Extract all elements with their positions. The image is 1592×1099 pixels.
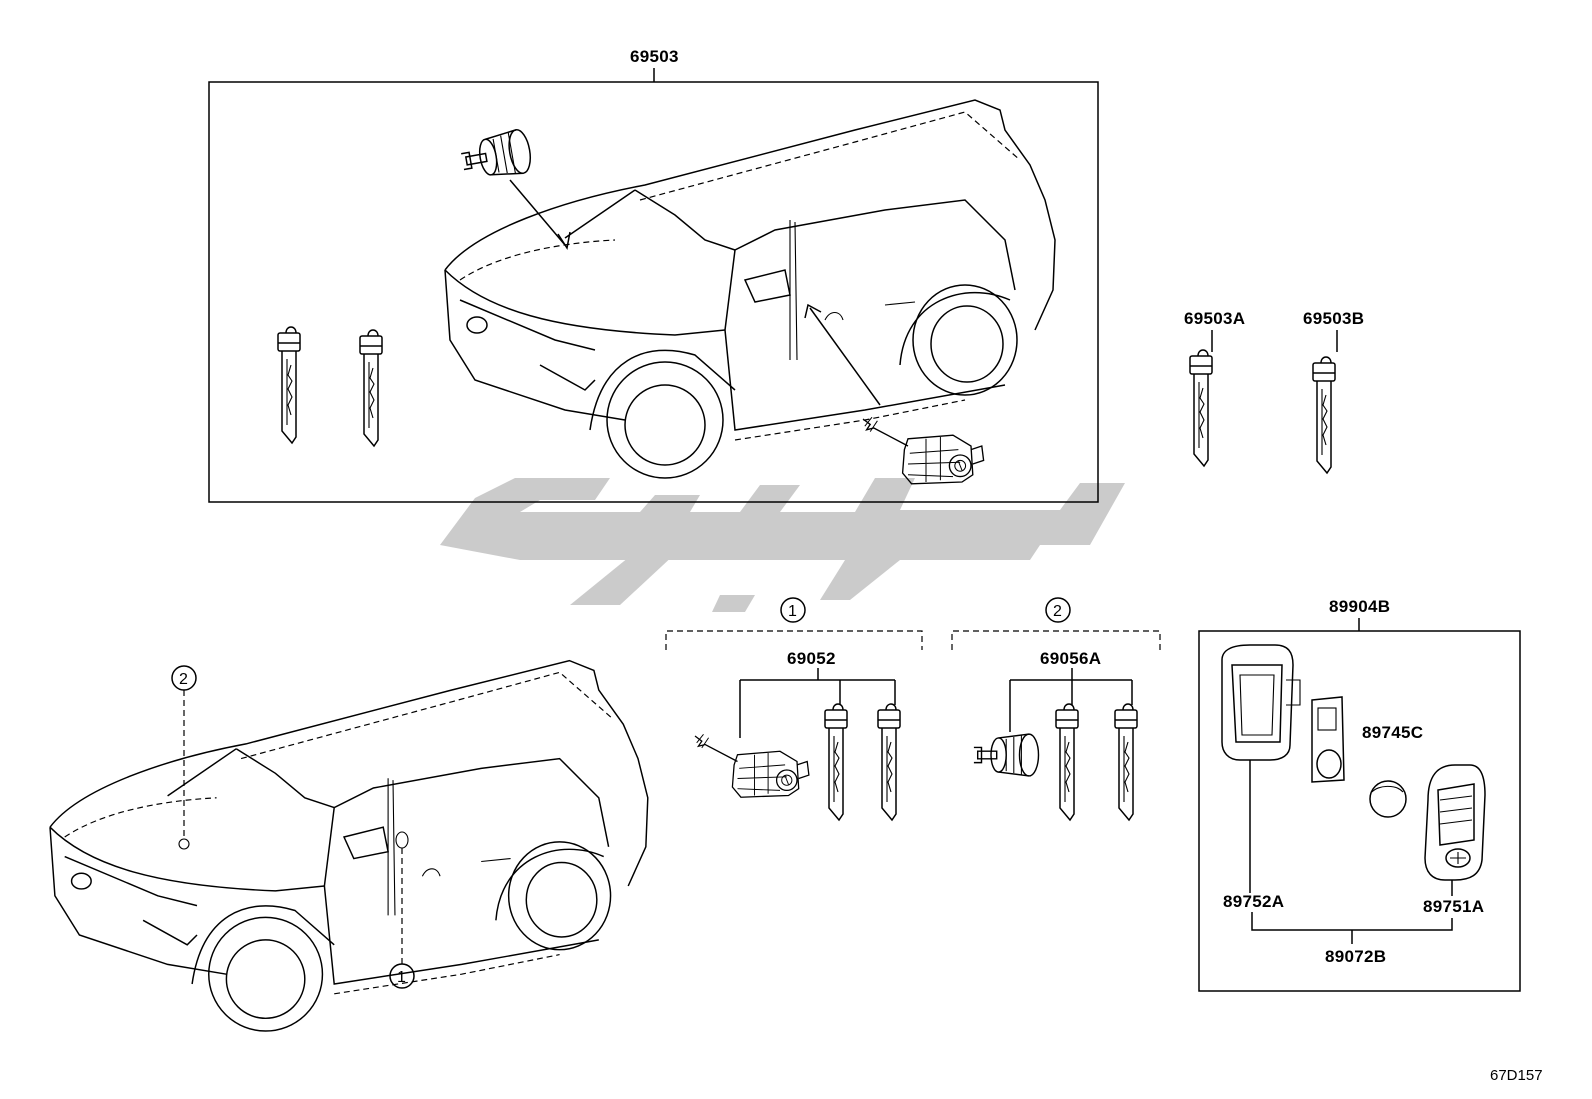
hood-lock-cylinder-icon	[458, 127, 535, 185]
key-icon-1	[277, 326, 301, 444]
callout-circle-1-set	[780, 597, 806, 623]
key-69503A-group: 69503A	[1184, 309, 1245, 467]
label-69503[interactable]: 69503	[630, 47, 679, 66]
leader-arrow-hood	[509, 179, 566, 246]
label-89072B[interactable]: 89072B	[1325, 947, 1386, 966]
door-lock-cylinder-icon	[862, 416, 985, 485]
callout-number-1-set: 1	[788, 603, 797, 620]
label-89904B[interactable]: 89904B	[1329, 597, 1390, 616]
circuit-module-icon	[1311, 696, 1345, 783]
vehicle-illustration-bottom	[49, 659, 649, 1032]
set-69052-group: 1 69052	[665, 597, 923, 821]
set-69056A-group: 2 69056A	[951, 597, 1161, 821]
label-69056A[interactable]: 69056A	[1040, 649, 1101, 668]
leader-arrow-door	[809, 307, 881, 406]
label-89745C[interactable]: 89745C	[1362, 723, 1423, 742]
figure-reference: 67D157	[1490, 1067, 1543, 1084]
callout-number-2-vehicle: 2	[179, 671, 188, 688]
watermark-logo	[440, 478, 1125, 612]
label-89751A[interactable]: 89751A	[1423, 897, 1484, 916]
label-69052[interactable]: 69052	[787, 649, 836, 668]
callout-number-2-set: 2	[1053, 603, 1062, 620]
key-icon-69503A	[1189, 349, 1213, 467]
transmitter-89751A-icon	[1424, 764, 1486, 881]
battery-icon	[1369, 780, 1407, 818]
vehicle-illustration-top	[444, 99, 1056, 479]
key-icon-2	[359, 329, 383, 447]
vehicle-callout-group: 2 1	[49, 659, 649, 1032]
assy-69503-frame	[208, 81, 1099, 503]
key-69503B-group: 69503B	[1303, 309, 1364, 474]
label-69503A[interactable]: 69503A	[1184, 309, 1245, 328]
assy-69503-group: 69503	[208, 47, 1099, 503]
label-69503B[interactable]: 69503B	[1303, 309, 1364, 328]
key-icon-69503B	[1312, 356, 1336, 474]
case-89752A-icon	[1221, 644, 1301, 761]
key-icon-set2-a	[1055, 703, 1079, 821]
callout-circle-2-set	[1045, 597, 1071, 623]
callout-number-1-vehicle: 1	[397, 969, 406, 986]
key-icon-set2-b	[1114, 703, 1138, 821]
hood-lock-cylinder-icon-set2	[973, 733, 1040, 777]
label-89752A[interactable]: 89752A	[1223, 892, 1284, 911]
key-icon-set1-b	[877, 703, 901, 821]
set-89904B-frame	[1198, 630, 1521, 992]
door-lock-cylinder-icon-set1	[694, 733, 810, 798]
set-89904B-group: 89904B 89745C 89752A 89751A	[1198, 597, 1521, 992]
key-icon-set1-a	[824, 703, 848, 821]
